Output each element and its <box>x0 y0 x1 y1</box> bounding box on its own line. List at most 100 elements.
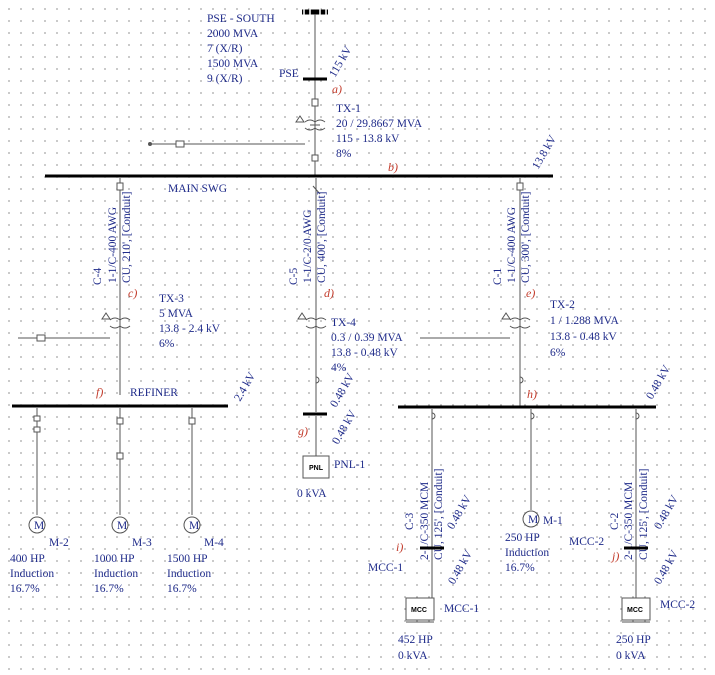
pnl-bus-voltage-upper: 0.48 kV <box>328 371 357 410</box>
tx2-transformer[interactable] <box>501 312 531 329</box>
c3-fuse <box>431 412 436 420</box>
m4-id: M-4 <box>204 537 224 549</box>
m3-breaker[interactable] <box>116 417 124 425</box>
tx1-volts: 115 - 13.8 kV <box>336 133 400 145</box>
pnl-id: PNL-1 <box>334 459 366 471</box>
mcc2-bus-voltage: 0.48 kV <box>652 548 681 587</box>
node-b: b) <box>388 160 398 174</box>
c5-switch[interactable] <box>312 185 321 195</box>
tx1-secondary-breaker[interactable] <box>311 154 319 162</box>
c2-desc: CU, 125', [Conduit] <box>638 468 650 560</box>
c3-voltage: 0.48 kV <box>445 493 474 532</box>
ground-icon <box>148 142 152 146</box>
mcc1-id: MCC-1 <box>444 603 479 615</box>
tx1-breaker[interactable] <box>311 98 319 107</box>
tx3-ground-resistor <box>36 334 46 342</box>
tx3-volts: 13.8 - 2.4 kV <box>159 323 221 335</box>
m2-pct: 16.7% <box>10 583 40 595</box>
m2-id: M-2 <box>49 537 69 549</box>
m4-pct: 16.7% <box>167 583 197 595</box>
pnl-icon[interactable] <box>302 455 330 479</box>
node-e: e) <box>526 286 535 300</box>
node-h: h) <box>527 387 537 401</box>
main-bus-name: MAIN SWG <box>168 183 227 195</box>
m1-fuse <box>530 412 535 420</box>
c2-voltage: 0.48 kV <box>652 493 681 532</box>
c5-size: 1-1/C-2/0 AWG <box>302 209 314 283</box>
m2-breaker[interactable] <box>33 415 41 422</box>
mcc2-icon[interactable] <box>621 597 651 621</box>
m2-motor-icon[interactable] <box>28 516 46 534</box>
m4-hp: 1500 HP <box>167 553 208 565</box>
c4-desc: CU, 210', [Conduit] <box>121 191 133 283</box>
m3-fuse <box>116 452 124 460</box>
tx2-impedance: 6% <box>550 347 566 359</box>
c5-id: C-5 <box>288 268 300 286</box>
mcc2-hp: 250 HP <box>616 634 651 646</box>
m1-type: Induction <box>505 547 549 559</box>
m3-motor-icon[interactable] <box>111 516 129 534</box>
c3-size: 2-1/C-350 MCM <box>419 482 431 560</box>
node-f: f) <box>96 385 103 399</box>
tx3-impedance: 6% <box>159 338 175 350</box>
source-xr1: 7 (X/R) <box>207 43 243 55</box>
node-d: d) <box>324 286 334 300</box>
c1-size: 1-1/C-400 AWG <box>506 207 518 283</box>
m2-type: Induction <box>10 568 54 580</box>
m2-motor-glyph: M <box>34 520 44 532</box>
m3-motor-glyph: M <box>117 520 127 532</box>
pse-id: PSE <box>279 68 299 80</box>
tx1-id: TX-1 <box>336 103 361 115</box>
m3-hp: 1000 HP <box>94 553 135 565</box>
mcc2-icon-label: MCC <box>627 607 643 614</box>
c4-size: 1-1/C-400 AWG <box>107 207 119 283</box>
tx3-transformer[interactable] <box>101 312 131 329</box>
tx2-rating: 1 / 1.288 MVA <box>550 315 619 327</box>
m1-hp: 250 HP <box>505 532 540 544</box>
tx4-fuse <box>315 376 320 384</box>
source-xr2: 9 (X/R) <box>207 73 243 85</box>
refiner-voltage: 2.4 kV <box>232 370 258 404</box>
c5-desc: CU, 400', [Conduit] <box>316 191 328 283</box>
tx4-rating: 0.3 / 0.39 MVA <box>331 332 403 344</box>
c2-size: 2-1/C-350 MCM <box>623 482 635 560</box>
mcc1-bus-name: MCC-1 <box>368 562 403 574</box>
mcc1-bus-voltage: 0.48 kV <box>446 548 475 587</box>
c2-id: C-2 <box>609 513 621 531</box>
c3-id: C-3 <box>404 513 416 531</box>
mcc1-load: 0 kVA <box>398 650 428 662</box>
mcc2-bus-name: MCC-2 <box>569 536 604 548</box>
c4-breaker[interactable] <box>116 182 124 191</box>
m1-pct: 16.7% <box>505 562 535 574</box>
m4-breaker[interactable] <box>188 417 196 425</box>
c1-desc: CU, 300', [Conduit] <box>520 191 532 283</box>
tx2-id: TX-2 <box>550 299 575 311</box>
c2-fuse <box>635 412 640 420</box>
tx4-transformer[interactable] <box>297 312 327 329</box>
m4-motor-icon[interactable] <box>183 516 201 534</box>
refiner-name: REFINER <box>130 387 178 399</box>
c4-id: C-4 <box>92 268 104 286</box>
c1-breaker[interactable] <box>516 182 524 191</box>
source-mva1: 2000 MVA <box>207 28 259 40</box>
tx3-id: TX-3 <box>159 293 184 305</box>
c1-id: C-1 <box>492 268 504 286</box>
m1-id: M-1 <box>543 515 563 527</box>
node-j: j) <box>610 549 619 563</box>
mcc1-icon-label: MCC <box>411 607 427 614</box>
m3-type: Induction <box>94 568 138 580</box>
mcc1-hp: 452 HP <box>398 634 433 646</box>
c3-desc: CU, 125', [Conduit] <box>433 468 445 560</box>
m3-id: M-3 <box>132 537 152 549</box>
source-name: PSE - SOUTH <box>207 13 275 25</box>
tx1-transformer[interactable] <box>295 115 326 131</box>
m4-type: Induction <box>167 568 211 580</box>
mcc1-icon[interactable] <box>405 597 435 621</box>
node-c: c) <box>128 286 137 300</box>
m1-motor-icon[interactable] <box>522 510 540 528</box>
tx1-ground-resistor <box>175 140 185 148</box>
m1-motor-glyph: M <box>528 514 538 526</box>
utility-source[interactable] <box>302 8 328 16</box>
